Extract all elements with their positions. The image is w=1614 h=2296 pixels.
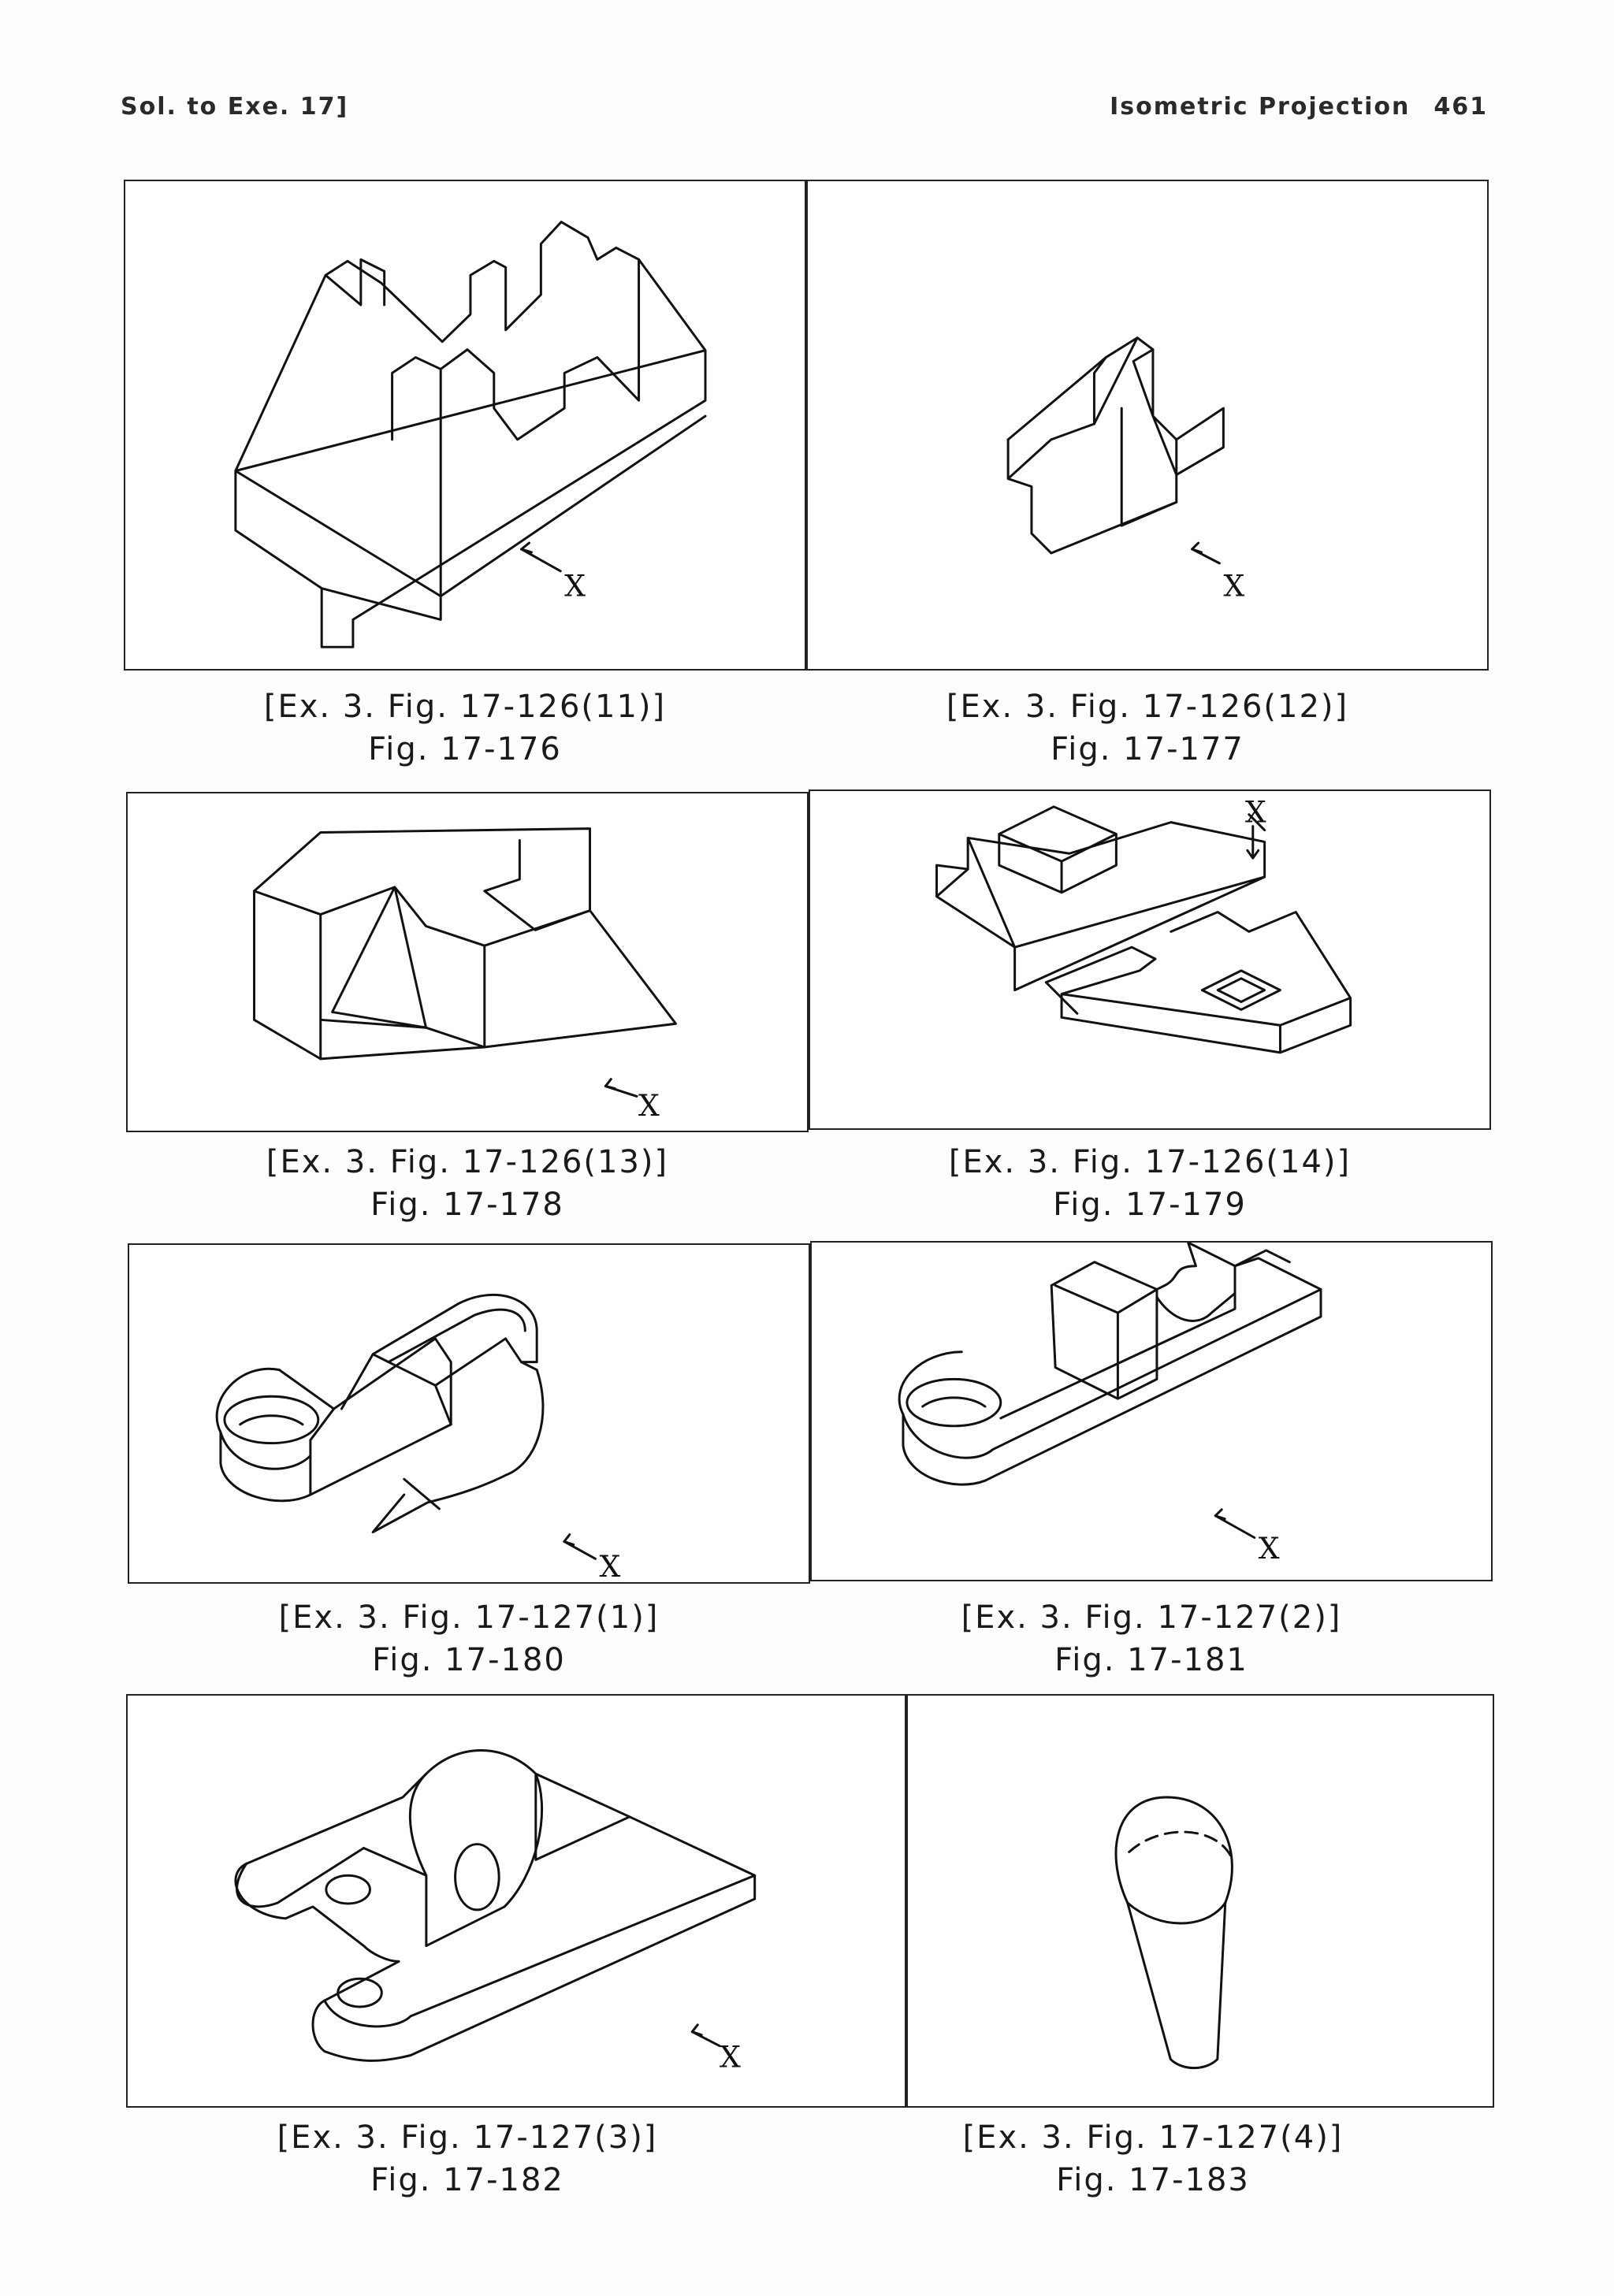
view-direction-label: X — [599, 1549, 620, 1582]
caption-fig: Fig. 17-179 — [1053, 1187, 1247, 1223]
header-title: Isometric Projection — [1110, 93, 1411, 121]
figure-17-181-frame: X — [810, 1241, 1493, 1581]
caption-17-176: [Ex. 3. Fig. 17-126(11)] Fig. 17-176 — [124, 685, 806, 771]
view-direction-label: X — [564, 569, 586, 604]
figure-17-177-frame: X — [806, 180, 1489, 671]
figure-17-178-frame: X — [126, 792, 809, 1132]
caption-ref: [Ex. 3. Fig. 17-127(3)] — [277, 2120, 658, 2156]
figure-17-182-frame: X — [126, 1694, 906, 2108]
running-header-left: Sol. to Exe. 17] — [121, 93, 349, 121]
caption-17-179: [Ex. 3. Fig. 17-126(14)] Fig. 17-179 — [809, 1141, 1491, 1226]
caption-fig: Fig. 17-181 — [1054, 1642, 1248, 1678]
figure-17-180-frame: X — [128, 1243, 810, 1584]
caption-17-177: [Ex. 3. Fig. 17-126(12)] Fig. 17-177 — [806, 685, 1489, 771]
figure-17-183-frame — [906, 1694, 1494, 2108]
figure-17-180-drawing: X — [215, 1293, 620, 1582]
view-direction-label: X — [720, 2039, 741, 2074]
page-number: 461 — [1434, 93, 1488, 121]
view-direction-label: X — [1245, 795, 1266, 830]
figure-17-178-drawing: X — [253, 827, 678, 1123]
caption-17-181: [Ex. 3. Fig. 17-127(2)] Fig. 17-181 — [810, 1596, 1493, 1681]
caption-17-178: [Ex. 3. Fig. 17-126(13)] Fig. 17-178 — [126, 1141, 809, 1226]
caption-ref: [Ex. 3. Fig. 17-126(13)] — [266, 1144, 669, 1180]
caption-ref: [Ex. 3. Fig. 17-127(2)] — [961, 1599, 1342, 1636]
figure-17-179-drawing: X — [935, 795, 1352, 1054]
view-direction-label: X — [638, 1088, 660, 1123]
figure-17-179-frame: X — [809, 789, 1491, 1130]
figure-17-182-drawing: X — [234, 1748, 757, 2074]
caption-17-183: [Ex. 3. Fig. 17-127(4)] Fig. 17-183 — [812, 2116, 1494, 2201]
caption-fig: Fig. 17-180 — [372, 1642, 566, 1678]
caption-fig: Fig. 17-177 — [1051, 731, 1244, 767]
caption-ref: [Ex. 3. Fig. 17-126(14)] — [948, 1144, 1352, 1180]
caption-ref: [Ex. 3. Fig. 17-126(12)] — [946, 689, 1349, 725]
figure-17-176-frame: X — [124, 180, 806, 671]
view-direction-label: X — [1259, 1531, 1280, 1566]
running-header-right: Isometric Projection 461 — [1110, 93, 1488, 121]
caption-fig: Fig. 17-176 — [368, 731, 562, 767]
caption-17-180: [Ex. 3. Fig. 17-127(1)] Fig. 17-180 — [128, 1596, 810, 1681]
caption-17-182: [Ex. 3. Fig. 17-127(3)] Fig. 17-182 — [126, 2116, 809, 2201]
figure-17-181-drawing: X — [898, 1243, 1322, 1566]
view-direction-label: X — [1223, 569, 1244, 604]
figure-17-183-drawing — [1114, 1796, 1233, 2069]
caption-ref: [Ex. 3. Fig. 17-126(11)] — [263, 689, 667, 725]
figure-17-176-drawing: X — [234, 221, 707, 648]
caption-fig: Fig. 17-178 — [370, 1187, 564, 1223]
caption-ref: [Ex. 3. Fig. 17-127(1)] — [278, 1599, 660, 1636]
caption-fig: Fig. 17-183 — [1056, 2162, 1250, 2198]
figure-17-177-drawing: X — [1006, 336, 1244, 604]
caption-ref: [Ex. 3. Fig. 17-127(4)] — [962, 2120, 1344, 2156]
caption-fig: Fig. 17-182 — [370, 2162, 564, 2198]
